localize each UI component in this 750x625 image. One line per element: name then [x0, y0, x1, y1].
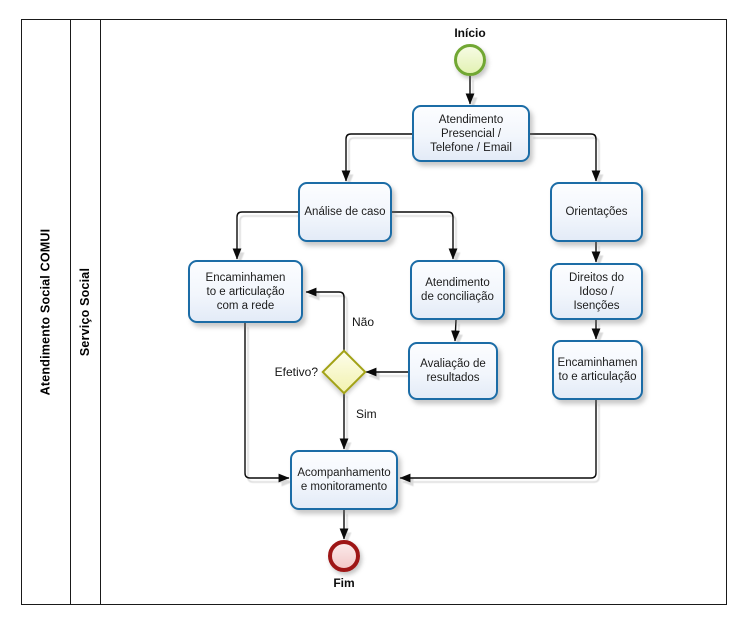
start-event: [454, 44, 486, 76]
task-analise-de-caso: Análise de caso: [298, 182, 392, 242]
lane-title-text: Serviço Social: [78, 267, 93, 357]
edge-label-nao: Não: [352, 315, 375, 329]
task-orientacoes-label: Orientações: [565, 206, 628, 218]
pool-title-text: Atendimento Social COMUI: [38, 228, 53, 396]
start-event-label: Início: [454, 26, 486, 40]
task-acompanhamento: Acompanhamento e monitoramento: [290, 450, 398, 510]
lane-title-divider: [100, 19, 101, 605]
task-encaminhamento-rede: Encaminhamen to e articulação com a rede: [188, 260, 303, 323]
task-orientacoes: Orientações: [550, 182, 643, 242]
lane-title: Serviço Social: [70, 19, 100, 605]
task-direitos-idoso: Direitos do Idoso / Isenções: [550, 263, 643, 320]
gateway-efetivo-label: Efetivo?: [274, 365, 318, 379]
task-atendimento-presencial: Atendimento Presencial / Telefone / Emai…: [412, 105, 530, 162]
task-atendimento-conciliacao: Atendimento de conciliação: [410, 260, 505, 320]
end-event: [328, 540, 360, 572]
task-avaliacao-resultados-label: Avaliação de resultados: [420, 358, 486, 384]
task-avaliacao-resultados: Avaliação de resultados: [408, 342, 498, 400]
task-encaminhamento-articulacao-label: Encaminhamen to e articulação: [557, 357, 638, 383]
task-acompanhamento-label: Acompanhamento e monitoramento: [297, 467, 391, 493]
task-atendimento-presencial-label: Atendimento Presencial / Telefone / Emai…: [430, 113, 512, 154]
edge-label-sim: Sim: [356, 407, 377, 421]
end-event-label: Fim: [333, 576, 355, 590]
pool-title: Atendimento Social COMUI: [21, 19, 70, 605]
task-atendimento-conciliacao-label: Atendimento de conciliação: [421, 277, 494, 303]
pool-title-divider: [70, 19, 71, 605]
task-direitos-idoso-label: Direitos do Idoso / Isenções: [569, 271, 624, 312]
task-encaminhamento-articulacao: Encaminhamen to e articulação: [552, 340, 643, 400]
task-encaminhamento-rede-label: Encaminhamen to e articulação com a rede: [205, 271, 286, 312]
pool-border: [21, 19, 727, 605]
task-analise-de-caso-label: Análise de caso: [304, 206, 386, 218]
